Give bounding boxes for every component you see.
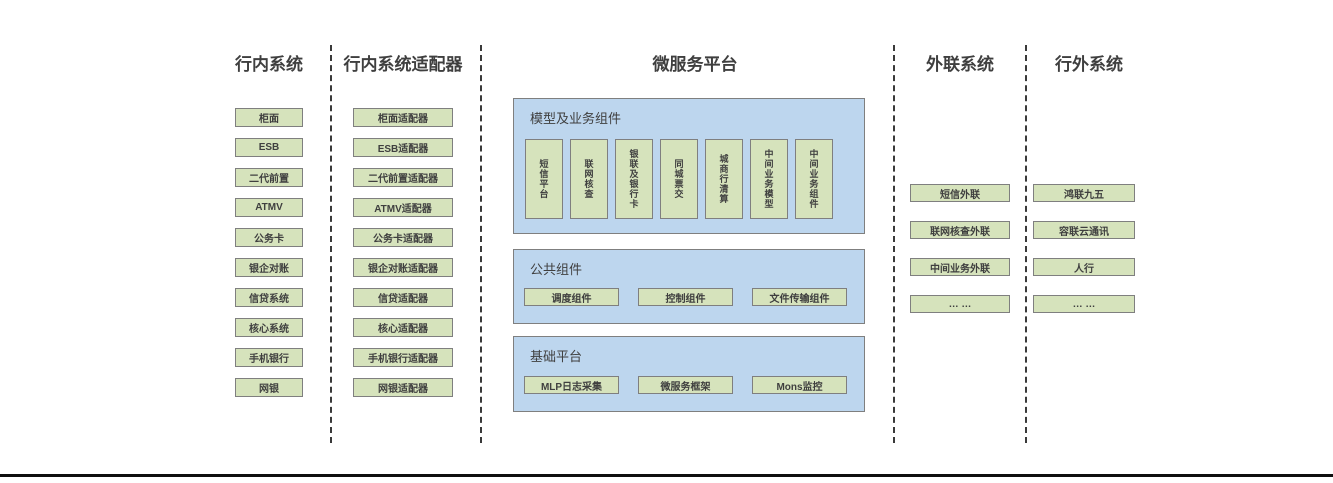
internal-system-box: 网银 — [235, 378, 303, 397]
internal-system-box: 银企对账 — [235, 258, 303, 277]
model-component-box: 城商行清算 — [705, 139, 743, 219]
column-header-internal-adapters: 行内系统适配器 — [343, 55, 463, 74]
bottom-border-line — [0, 474, 1333, 477]
external-link-box: … … — [910, 295, 1010, 313]
internal-system-box: 核心系统 — [235, 318, 303, 337]
internal-systems-list: 柜面 ESB 二代前置 ATMV 公务卡银企对账信贷系统核心系统手机银行网银 — [235, 108, 303, 397]
outside-system-box: … … — [1033, 295, 1135, 313]
model-component-box: 联网核查 — [570, 139, 608, 219]
common-component-box: 文件传输组件 — [752, 288, 847, 306]
adapter-box: 核心适配器 — [353, 318, 453, 337]
external-link-systems-list: 短信外联联网核查外联中间业务外联 … … — [910, 184, 1010, 313]
adapter-box: 柜面适配器 — [353, 108, 453, 127]
adapter-box: 网银适配器 — [353, 378, 453, 397]
adapter-box: 手机银行适配器 — [353, 348, 453, 367]
adapter-box: 公务卡适配器 — [353, 228, 453, 247]
column-header-external-link-systems: 外联系统 — [926, 55, 994, 74]
outside-system-box: 容联云通讯 — [1033, 221, 1135, 239]
model-component-box: 银联及银行卡 — [615, 139, 653, 219]
internal-system-box: 公务卡 — [235, 228, 303, 247]
base-platform-box: Mons监控 — [752, 376, 847, 394]
internal-system-box: 信贷系统 — [235, 288, 303, 307]
panel-common-components: 公共组件 调度组件 控制组件 文件传输组件 — [513, 249, 865, 324]
model-components-row: 短信平台联网核查银联及银行卡同城票交城商行清算中间业务模型中间业务组件 — [525, 139, 833, 219]
column-divider-1 — [330, 45, 332, 443]
common-components-row: 调度组件 控制组件 文件传输组件 — [524, 288, 847, 306]
adapter-box: 银企对账适配器 — [353, 258, 453, 277]
internal-system-box: ESB — [235, 138, 303, 157]
common-component-box: 控制组件 — [638, 288, 733, 306]
external-link-box: 联网核查外联 — [910, 221, 1010, 239]
panel-title: 公共组件 — [530, 262, 583, 277]
panel-title: 基础平台 — [530, 349, 583, 364]
common-component-box: 调度组件 — [524, 288, 619, 306]
column-header-microservice-platform: 微服务平台 — [652, 55, 738, 74]
column-divider-3 — [893, 45, 895, 443]
internal-system-box: ATMV — [235, 198, 303, 217]
model-component-box: 短信平台 — [525, 139, 563, 219]
model-component-box: 中间业务组件 — [795, 139, 833, 219]
adapter-box: ESB适配器 — [353, 138, 453, 157]
base-platform-box: MLP日志采集 — [524, 376, 619, 394]
outside-system-box: 鸿联九五 — [1033, 184, 1135, 202]
external-link-box: 中间业务外联 — [910, 258, 1010, 276]
model-component-box: 同城票交 — [660, 139, 698, 219]
panel-model-business-components: 模型及业务组件 短信平台联网核查银联及银行卡同城票交城商行清算中间业务模型中间业… — [513, 98, 865, 234]
internal-system-box: 手机银行 — [235, 348, 303, 367]
model-component-box: 中间业务模型 — [750, 139, 788, 219]
adapter-box: 二代前置适配器 — [353, 168, 453, 187]
panel-title: 模型及业务组件 — [530, 111, 622, 126]
column-divider-4 — [1025, 45, 1027, 443]
internal-system-box: 二代前置 — [235, 168, 303, 187]
adapter-box: ATMV适配器 — [353, 198, 453, 217]
column-header-internal-systems: 行内系统 — [235, 55, 303, 74]
column-header-outside-systems: 行外系统 — [1055, 55, 1123, 74]
column-divider-2 — [480, 45, 482, 443]
internal-adapters-list: 柜面适配器 ESB适配器二代前置适配器 ATMV适配器公务卡适配器银企对账适配器信贷… — [353, 108, 453, 397]
adapter-box: 信贷适配器 — [353, 288, 453, 307]
outside-systems-list: 鸿联九五容联云通讯人行 … … — [1033, 184, 1135, 313]
base-platform-box: 微服务框架 — [638, 376, 733, 394]
external-link-box: 短信外联 — [910, 184, 1010, 202]
internal-system-box: 柜面 — [235, 108, 303, 127]
outside-system-box: 人行 — [1033, 258, 1135, 276]
panel-base-platform: 基础平台 MLP日志采集 微服务框架 Mons监控 — [513, 336, 865, 412]
base-platform-row: MLP日志采集 微服务框架 Mons监控 — [524, 376, 847, 394]
